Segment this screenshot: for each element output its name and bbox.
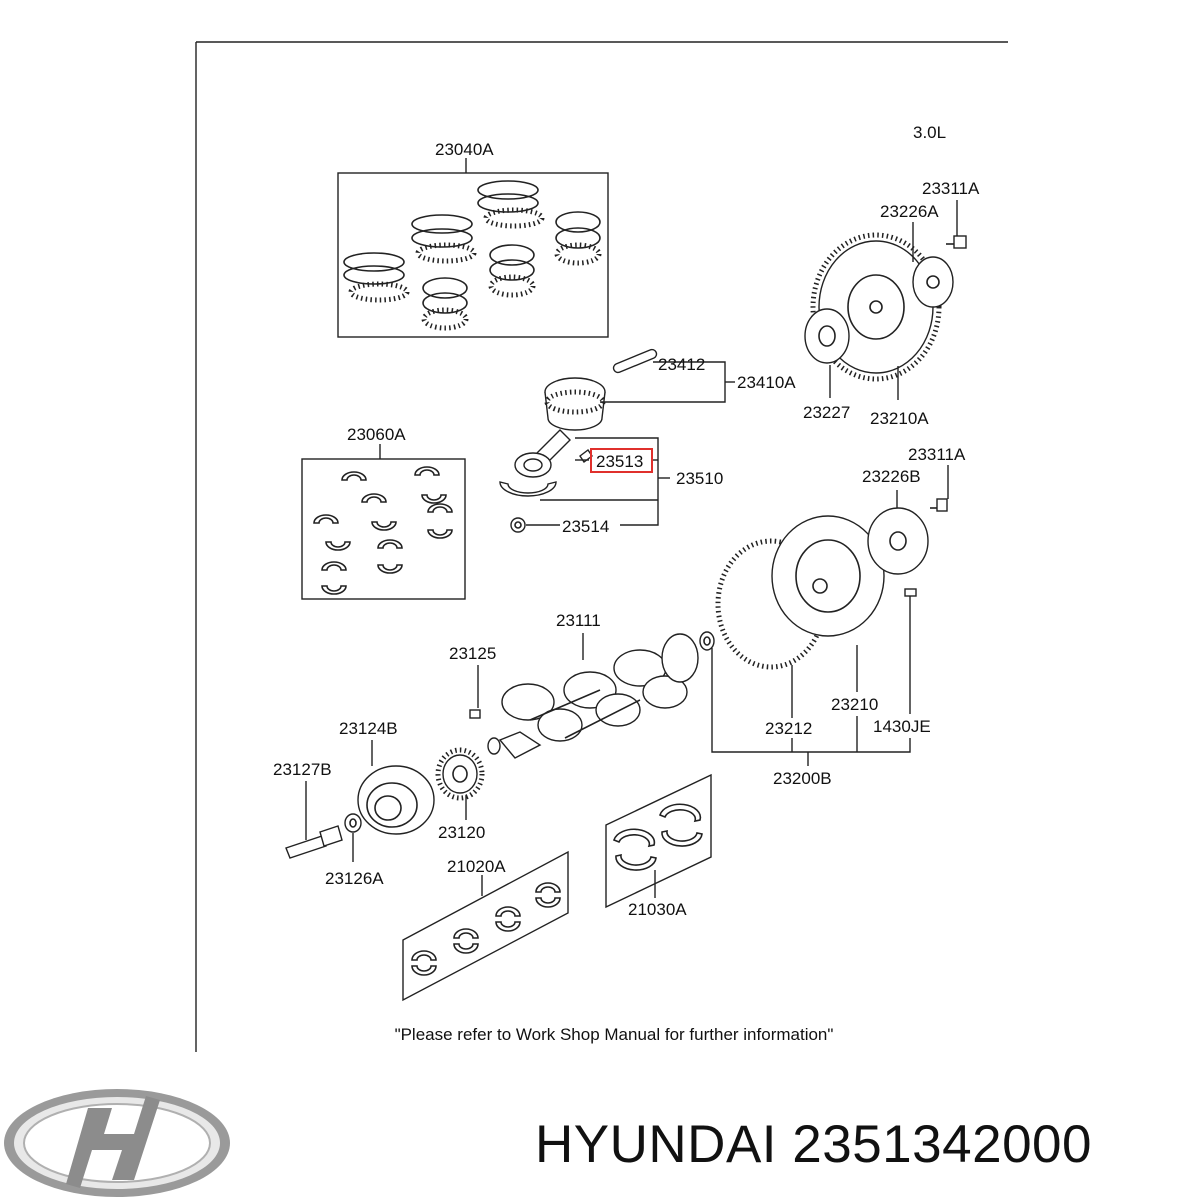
label-21030A[interactable]: 21030A [628,900,687,919]
label-23513[interactable]: 23513 [596,452,643,471]
piston-pin-icon [612,348,658,374]
part-number-labels: 23040A 23311A 23226A 23412 23410A 23227 … [273,140,980,919]
rod-bearing-cap-icon [499,481,557,497]
label-23510[interactable]: 23510 [676,469,723,488]
label-23311A-mid[interactable]: 23311A [908,445,966,464]
flywheel-manual-group [804,232,967,382]
flywheel-plate-icon [912,256,954,308]
brand-part-number: HYUNDAI 2351342000 [535,1115,1092,1174]
label-23126A[interactable]: 23126A [325,869,384,888]
label-23060A[interactable]: 23060A [347,425,406,444]
connecting-rod-bearing-set-group [301,444,466,600]
label-1430JE[interactable]: 1430JE [873,717,931,736]
piston-rings-icon [343,180,602,331]
label-23040A[interactable]: 23040A [435,140,494,159]
adapter-plate-icon [867,507,929,575]
connecting-rod-icon [514,429,593,478]
crankshaft-group [469,633,699,759]
footnote: "Please refer to Work Shop Manual for fu… [395,1025,834,1044]
label-23212[interactable]: 23212 [765,719,812,738]
leader-lines [305,200,958,898]
oil-seal-icon [699,631,715,651]
thrust-washers-icon [613,803,703,871]
label-23210[interactable]: 23210 [831,695,878,714]
drive-plate-icon [771,515,885,637]
rod-nut-icon [510,517,526,533]
label-21020A[interactable]: 21020A [447,857,506,876]
label-23227[interactable]: 23227 [803,403,850,422]
diagram-frame [195,41,1008,1052]
pilot-bushing-icon [804,308,850,364]
label-23412[interactable]: 23412 [658,355,705,374]
label-23226A[interactable]: 23226A [880,202,939,221]
bearing-shells-icon [313,466,453,595]
label-23410A[interactable]: 23410A [737,373,796,392]
crankshaft-icon [487,633,699,759]
label-23111[interactable]: 23111 [556,611,601,630]
label-23514[interactable]: 23514 [562,517,609,536]
timing-sprocket-icon [435,747,485,801]
thrust-washer-set-group [605,773,712,909]
label-23120[interactable]: 23120 [438,823,485,842]
engine-displacement-label: 3.0L [913,123,946,142]
drive-plate-automatic-group [699,498,948,670]
drive-plate-bolt-icon [930,498,948,512]
label-23127B[interactable]: 23127B [273,760,332,779]
crankshaft-pulley-icon [357,765,435,835]
flywheel-bolt-icon [946,235,967,249]
main-bearing-set-group [402,850,569,1002]
front-pulley-group [285,747,485,859]
piston-and-rod-group [499,348,658,533]
hyundai-logo-icon [4,1089,230,1197]
dowel-pin-icon [904,588,917,597]
main-bearing-shells-icon [411,882,561,976]
label-23210A[interactable]: 23210A [870,409,929,428]
label-23124B[interactable]: 23124B [339,719,398,738]
label-23125[interactable]: 23125 [449,644,496,663]
woodruff-key-icon [469,709,481,719]
pulley-bolt-icon [285,825,343,859]
label-23200B[interactable]: 23200B [773,769,832,788]
highlight-box [590,448,653,473]
piston-ring-set-group [337,158,609,338]
washer-icon [344,813,362,833]
label-23311A-top[interactable]: 23311A [922,179,980,198]
label-23226B[interactable]: 23226B [862,467,921,486]
piston-icon [544,377,606,431]
